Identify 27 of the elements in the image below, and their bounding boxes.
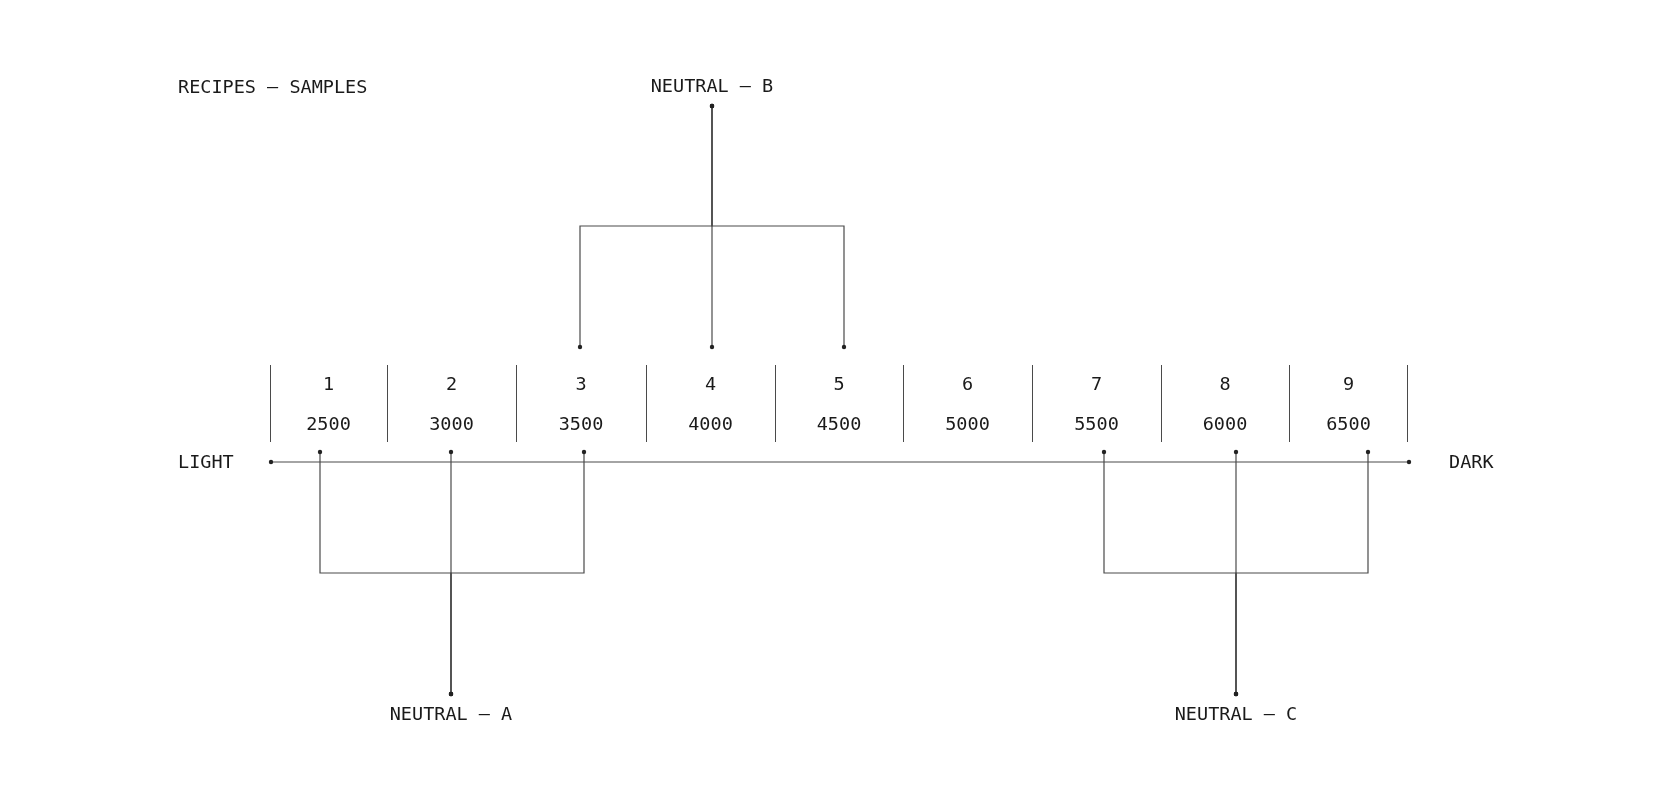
sample-value: 2500 [306, 413, 351, 435]
connector-line [709, 103, 847, 350]
connector-line [1233, 449, 1371, 697]
sample-value: 5000 [945, 413, 990, 435]
sample-number: 3 [575, 373, 587, 395]
sample-number: 4 [704, 373, 717, 395]
sample-number: 9 [1342, 373, 1355, 395]
sample-value: 6000 [1202, 413, 1248, 435]
sample-number: 8 [1219, 373, 1231, 395]
diagram-title: RECIPES — SAMPLES [178, 76, 368, 98]
sample-value: 5500 [1074, 413, 1119, 435]
recipe-label: NEUTRAL — A [389, 694, 513, 725]
sample-number: 6 [961, 373, 974, 395]
sample-number: 2 [445, 373, 458, 395]
sample-value: 3500 [558, 413, 604, 435]
scale-end-label: DARK [1449, 451, 1494, 473]
sample-value: 4500 [816, 413, 862, 435]
connector-line [448, 449, 587, 697]
sample-value: 4000 [688, 413, 733, 435]
scale-end-label: LIGHT [178, 451, 234, 473]
recipe-label: NEUTRAL — C [1174, 694, 1298, 725]
sample-value: 6500 [1326, 413, 1371, 435]
sample-number: 5 [833, 373, 845, 395]
sample-number: 1 [322, 373, 335, 395]
recipe-label: NEUTRAL — B [650, 75, 774, 106]
sample-number: 7 [1090, 373, 1103, 395]
sample-value: 3000 [429, 413, 474, 435]
